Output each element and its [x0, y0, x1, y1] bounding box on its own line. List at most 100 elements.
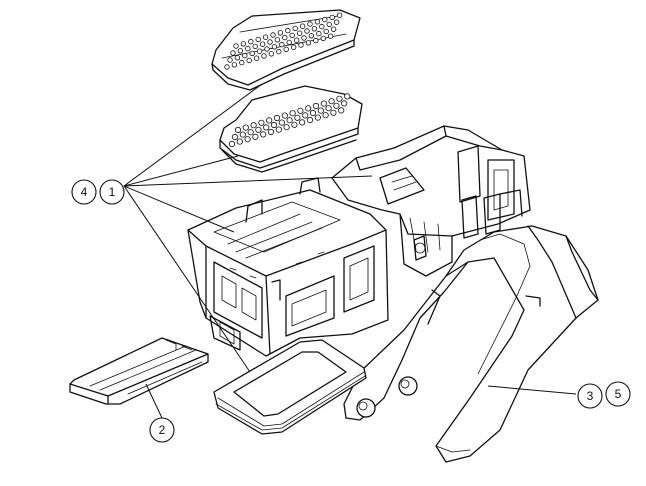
seal-hole [311, 26, 318, 32]
seal-hole [239, 131, 246, 138]
seal-hole [294, 114, 301, 121]
seal-hole [255, 36, 261, 43]
seal-hole [271, 44, 278, 50]
callout-5: 5 [605, 381, 631, 407]
seal-hole [255, 126, 262, 133]
locking-lever [343, 225, 599, 463]
seal-hole [282, 34, 288, 41]
seal-hole [292, 25, 298, 32]
seal-hole [316, 30, 322, 37]
seal-hole [291, 121, 298, 128]
seal-hole [305, 105, 312, 112]
seal-hole [256, 48, 263, 54]
seal-hole [323, 28, 329, 35]
seal-hole [242, 52, 248, 59]
seal-hole [329, 14, 335, 21]
svg-text:5: 5 [615, 387, 622, 401]
seal-hole [262, 34, 269, 40]
callout-1: 1 [99, 179, 125, 205]
seal-hole [320, 100, 327, 107]
seal-hole [328, 98, 335, 105]
seal-hole [333, 19, 340, 25]
seal-hole [308, 33, 315, 39]
seal-hole [289, 32, 295, 39]
callout-2: 2 [149, 417, 175, 443]
seal-hole [242, 124, 249, 131]
seal-hole [333, 102, 340, 109]
seal-hole [267, 128, 275, 136]
seal-hole [237, 48, 244, 54]
seal-hole [307, 21, 313, 27]
seal-hole [297, 107, 304, 114]
seal-hole [234, 55, 241, 61]
seal-hole [304, 28, 310, 34]
seal-hole [274, 37, 281, 43]
seal-hole [289, 110, 296, 117]
seal-hole [330, 109, 337, 116]
seal-hole [248, 38, 254, 45]
position-slider [69, 337, 209, 405]
seal-hole [344, 93, 351, 100]
seal-hole [301, 35, 307, 41]
seal-hole [305, 40, 312, 46]
seal-hole [326, 21, 332, 28]
seal-hole [231, 133, 239, 141]
svg-text:4: 4 [81, 185, 88, 199]
seal-hole [236, 138, 243, 145]
seal-hole [336, 12, 343, 18]
seal-hole [267, 39, 273, 45]
seal-hole [336, 95, 343, 102]
seal-hole [231, 62, 238, 68]
seal-hole [283, 124, 290, 131]
seal-hole [259, 41, 266, 47]
seal-hole [325, 105, 332, 112]
seal-hole [239, 59, 245, 66]
seal-hole [246, 57, 252, 64]
seal-hole [306, 116, 314, 124]
seal-hole [276, 48, 282, 55]
connector-housing [187, 177, 389, 357]
seal-hole [234, 126, 242, 134]
seal-hole [250, 122, 257, 129]
seal-hole [244, 136, 251, 143]
seal-hole [322, 16, 328, 23]
seal-hole [264, 46, 270, 52]
seal-hole [296, 30, 303, 36]
seal-hole [260, 131, 267, 138]
seal-hole [281, 112, 288, 119]
seal-hole [233, 43, 239, 49]
callout-4: 4 [71, 179, 97, 205]
seal-hole [314, 19, 321, 25]
seal-hole [293, 37, 300, 43]
seal-hole [230, 50, 236, 56]
seal-hole [317, 107, 324, 114]
seal-plate-middle [219, 85, 363, 173]
seal-hole [290, 44, 297, 50]
seal-hole [320, 35, 326, 42]
leader-lines [123, 83, 577, 419]
seal-hole [313, 37, 319, 44]
seal-hole [275, 126, 282, 133]
seal-hole [283, 46, 289, 53]
svg-text:2: 2 [159, 423, 166, 437]
seal-hole [268, 51, 275, 57]
seal-hole [252, 133, 259, 140]
seal-hole [286, 117, 293, 124]
seal-hole [302, 112, 309, 119]
seal-hole [314, 114, 321, 121]
seal-hole [252, 43, 258, 50]
seal-hole [286, 39, 292, 46]
housing-gasket [213, 339, 367, 435]
seal-hole [245, 45, 251, 52]
seal-hole [299, 23, 306, 29]
seal-hole [279, 41, 285, 48]
seal-hole [224, 64, 230, 70]
seal-hole [247, 129, 254, 136]
seal-hole [270, 32, 276, 38]
seal-hole [263, 124, 270, 131]
seal-hole [240, 41, 247, 47]
seal-hole [322, 112, 329, 119]
svg-text:1: 1 [109, 185, 116, 199]
seal-hole [258, 119, 265, 126]
